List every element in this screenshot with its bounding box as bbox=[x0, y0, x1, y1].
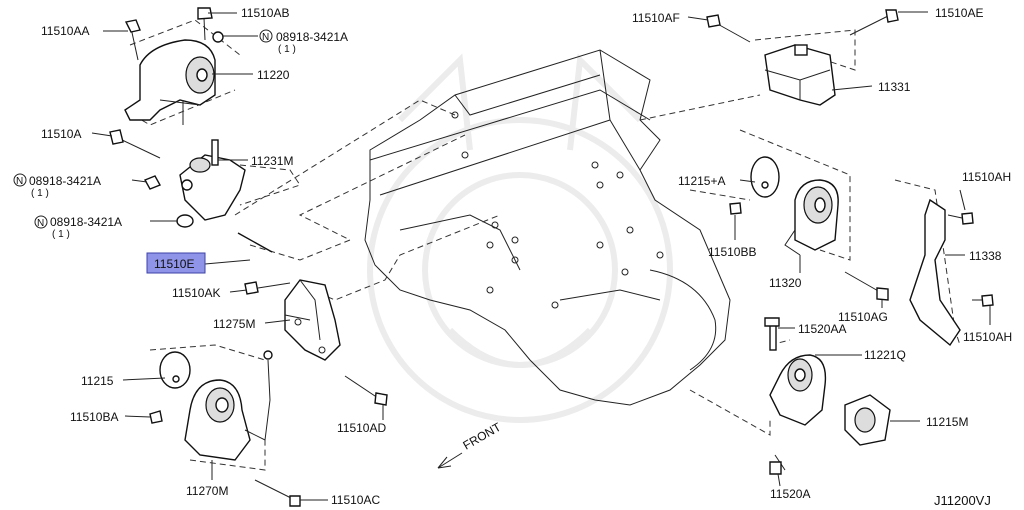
label-11510E[interactable]: 11510E bbox=[154, 257, 194, 271]
label-11221Q[interactable]: 11221Q bbox=[864, 348, 906, 362]
label-11320[interactable]: 11320 bbox=[769, 276, 802, 290]
front-label: FRONT bbox=[461, 419, 504, 452]
nut-symbol-mid: N bbox=[16, 176, 23, 187]
bolts-bottom-left bbox=[254, 375, 388, 507]
label-11231M[interactable]: 11231M bbox=[251, 154, 293, 168]
label-11510AK[interactable]: 11510AK bbox=[172, 286, 221, 300]
label-11510AD[interactable]: 11510AD bbox=[337, 421, 386, 435]
part-11275M-bracket bbox=[284, 279, 341, 361]
label-08918-low-qty: ( 1 ) bbox=[52, 229, 70, 240]
part-labels: 11510AA 11510AB 08918-3421A ( 1 ) 11220 … bbox=[29, 6, 1012, 508]
label-11338[interactable]: 11338 bbox=[969, 249, 1002, 263]
label-11220[interactable]: 11220 bbox=[257, 68, 290, 82]
label-11270M[interactable]: 11270M bbox=[186, 484, 228, 498]
label-11520AA[interactable]: 11520AA bbox=[798, 322, 847, 336]
label-11215[interactable]: 11215 bbox=[81, 374, 114, 388]
label-11510AH-low[interactable]: 11510AH bbox=[963, 330, 1012, 344]
label-11215A[interactable]: 11215+A bbox=[678, 174, 726, 188]
part-11320-mount bbox=[729, 156, 889, 301]
label-11510BB[interactable]: 11510BB bbox=[708, 245, 757, 259]
diagram-code: J11200VJ bbox=[934, 493, 991, 508]
label-11510A[interactable]: 11510A bbox=[41, 127, 81, 141]
label-11510AC[interactable]: 11510AC bbox=[331, 493, 380, 507]
leader-lines bbox=[91, 11, 991, 501]
nut-symbol-low: N bbox=[37, 218, 44, 229]
label-11510AH-top[interactable]: 11510AH bbox=[962, 170, 1011, 184]
label-11510AA[interactable]: 11510AA bbox=[41, 24, 90, 38]
part-11231M-bracket bbox=[179, 139, 273, 253]
label-11510AG[interactable]: 11510AG bbox=[838, 310, 888, 324]
label-11510AE[interactable]: 11510AE bbox=[935, 6, 984, 20]
label-11510AB[interactable]: 11510AB bbox=[241, 6, 290, 20]
label-11520A[interactable]: 11520A bbox=[770, 487, 810, 501]
front-direction-arrow bbox=[437, 452, 463, 469]
watermark-emblem bbox=[367, 53, 673, 423]
label-08918-mid[interactable]: 08918-3421A bbox=[29, 174, 101, 188]
label-11510BA[interactable]: 11510BA bbox=[70, 410, 119, 424]
engine-block bbox=[364, 49, 731, 406]
label-08918-low[interactable]: 08918-3421A bbox=[50, 215, 122, 229]
part-11331-bracket bbox=[706, 9, 899, 106]
label-11215M[interactable]: 11215M bbox=[926, 415, 968, 429]
label-08918-mid-qty: ( 1 ) bbox=[31, 188, 49, 199]
label-08918-top-qty: ( 1 ) bbox=[278, 44, 296, 55]
label-11331[interactable]: 11331 bbox=[878, 80, 911, 94]
label-11510AF[interactable]: 11510AF bbox=[632, 11, 680, 25]
nut-symbol-top: N bbox=[262, 32, 269, 43]
label-08918-top[interactable]: 08918-3421A bbox=[276, 30, 348, 44]
part-11338-bracket bbox=[909, 198, 994, 347]
nut-symbols: N N N bbox=[13, 29, 273, 229]
part-11221Q-mount bbox=[764, 317, 891, 475]
highlighted-callout-11510E[interactable]: 11510E bbox=[146, 252, 206, 274]
assembly-guides bbox=[124, 19, 961, 471]
label-11275M[interactable]: 11275M bbox=[213, 317, 255, 331]
part-11270M-mount bbox=[149, 350, 273, 461]
part-11220-mount bbox=[124, 39, 216, 125]
